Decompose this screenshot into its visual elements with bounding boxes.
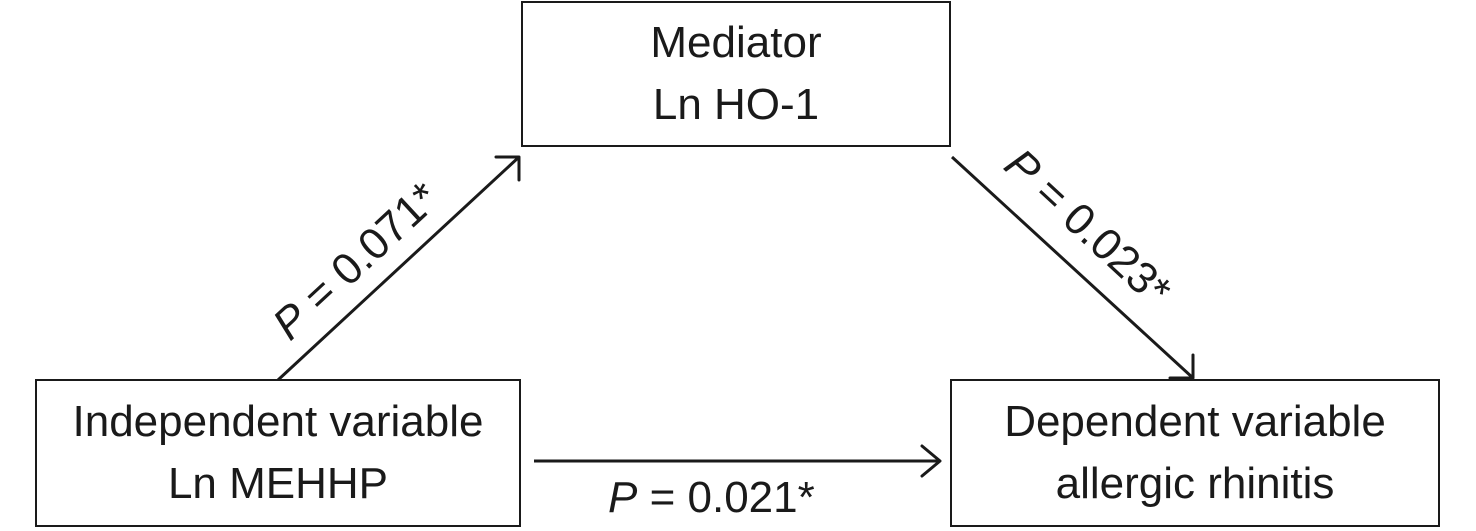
dependent-subtitle: allergic rhinitis bbox=[1055, 459, 1335, 508]
dependent-title: Dependent variable bbox=[1004, 397, 1386, 446]
path-a-label: P = 0.071* bbox=[264, 173, 449, 349]
independent-subtitle: Ln MEHHP bbox=[167, 459, 389, 508]
dependent-variable-box: Dependent variable allergic rhinitis bbox=[950, 379, 1440, 527]
path-c-arrow bbox=[534, 444, 942, 478]
path-c-label: P = 0.021* bbox=[608, 473, 815, 522]
path-b-arrow bbox=[950, 155, 1195, 380]
independent-title: Independent variable bbox=[72, 397, 484, 446]
path-b-label: P = 0.023* bbox=[995, 139, 1180, 315]
mediator-subtitle: Ln HO-1 bbox=[652, 80, 820, 129]
independent-variable-box: Independent variable Ln MEHHP bbox=[35, 379, 521, 527]
mediator-box: Mediator Ln HO-1 bbox=[521, 1, 951, 147]
path-a-arrow bbox=[276, 155, 521, 382]
mediator-title: Mediator bbox=[650, 18, 822, 67]
